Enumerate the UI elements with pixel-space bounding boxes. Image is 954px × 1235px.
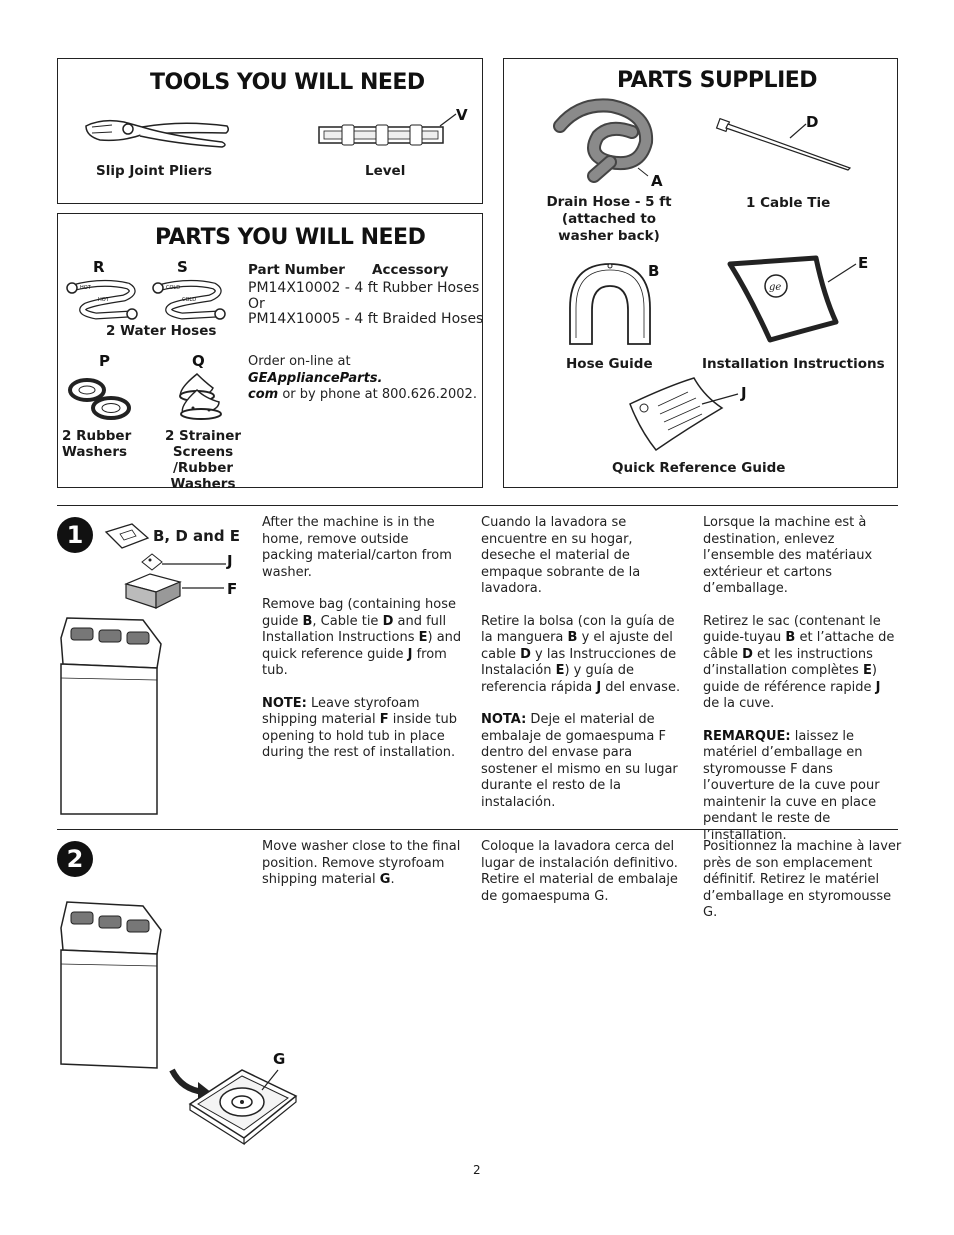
hose-label-cold-2: COLD xyxy=(182,297,196,303)
step1-number: 1 xyxy=(57,517,93,553)
cable-tie-label: 1 Cable Tie xyxy=(746,195,831,211)
callout-g: G xyxy=(273,1050,286,1068)
cable-tie-icon xyxy=(715,117,852,171)
washer-step2-icon xyxy=(60,901,162,1069)
letter-a: A xyxy=(651,172,663,190)
tools-title: TOOLS YOU WILL NEED xyxy=(150,70,425,95)
step2-rule xyxy=(57,829,898,830)
strainer-screens-icon xyxy=(179,372,222,420)
pliers-label: Slip Joint Pliers xyxy=(96,163,213,179)
callout-f: F xyxy=(227,580,238,598)
step1-spanish: Cuando la lavadora se encuentre en su ho… xyxy=(481,515,681,810)
step1-english: After the machine is in the home, remove… xyxy=(262,515,462,760)
styrofoam-block-icon xyxy=(124,573,224,609)
pliers-icon xyxy=(85,119,230,148)
quick-reference-guide-icon xyxy=(629,377,724,452)
guide-card-icon xyxy=(141,553,226,571)
tools-box xyxy=(57,58,483,204)
drain-hose-icon xyxy=(553,98,654,183)
step2-number: 2 xyxy=(57,841,93,877)
parts-supplied-title: PARTS SUPPLIED xyxy=(617,68,818,93)
part-line-2: Or xyxy=(248,296,265,312)
washer-step1-icon xyxy=(60,617,162,815)
callout-j: J xyxy=(227,552,233,570)
letter-p: P xyxy=(99,352,110,370)
step2-spanish: Coloque la lavadora cerca del lugar de i… xyxy=(481,839,678,904)
col-part-number: Part Number xyxy=(248,262,345,278)
quick-ref-pointer xyxy=(701,393,739,405)
callout-g-pointer xyxy=(261,1069,279,1091)
col-accessory: Accessory xyxy=(372,262,449,278)
instructions-pointer xyxy=(827,263,857,283)
callout-bde: B, D and E xyxy=(153,527,241,545)
step1-rule xyxy=(57,505,898,506)
parts-supplied-box xyxy=(503,58,898,488)
step2-english: Move washer close to the final position.… xyxy=(262,839,461,887)
cable-tie-pointer xyxy=(789,123,807,139)
water-hoses-label: 2 Water Hoses xyxy=(106,323,217,339)
hose-guide-icon xyxy=(569,263,651,345)
strainer-screens-label: 2 Strainer Screens/Rubber Washers xyxy=(164,428,242,492)
hose-label-hot-1: HOT xyxy=(80,285,92,291)
letter-j-supplied: J xyxy=(741,384,747,402)
letter-b: B xyxy=(648,262,660,280)
level-pointer xyxy=(439,113,457,127)
installation-instructions-label: Installation Instructions xyxy=(702,356,885,372)
rubber-washers-icon xyxy=(68,378,131,420)
hose-guide-label: Hose Guide xyxy=(566,356,653,372)
cold-hose-icon: COLD COLD xyxy=(152,279,226,320)
svg-text:ge: ge xyxy=(769,282,781,293)
bag-icon xyxy=(104,523,150,549)
hose-label-cold-1: COLD xyxy=(166,285,180,291)
part-line-3: PM14X10005 - 4 ft Braided Hoses xyxy=(248,311,484,327)
hot-hose-icon: HOT HOT xyxy=(66,279,138,320)
order-text: Order on-line at GEApplianceParts.com or… xyxy=(248,354,477,402)
level-label: Level xyxy=(365,163,406,179)
step2-french: Positionnez la machine à laver près de s… xyxy=(703,839,902,920)
quick-reference-guide-label: Quick Reference Guide xyxy=(612,460,786,476)
letter-d: D xyxy=(806,113,819,131)
parts-need-title: PARTS YOU WILL NEED xyxy=(155,225,426,250)
level-letter: V xyxy=(456,106,468,124)
letter-e: E xyxy=(858,254,869,272)
letter-q: Q xyxy=(192,352,205,370)
part-line-1: PM14X10002 - 4 ft Rubber Hoses xyxy=(248,280,480,296)
step1-french: Lorsque la machine est à destination, en… xyxy=(703,515,895,843)
removal-arrow-icon xyxy=(169,1068,212,1100)
parts-need-box xyxy=(57,213,483,488)
level-icon xyxy=(318,124,444,146)
hose-label-hot-2: HOT xyxy=(98,297,110,303)
letter-s: S xyxy=(177,258,188,276)
letter-r: R xyxy=(93,258,105,276)
installation-instructions-icon: ge xyxy=(727,255,839,343)
page-number: 2 xyxy=(473,1163,481,1177)
styrofoam-base-icon xyxy=(188,1069,298,1146)
